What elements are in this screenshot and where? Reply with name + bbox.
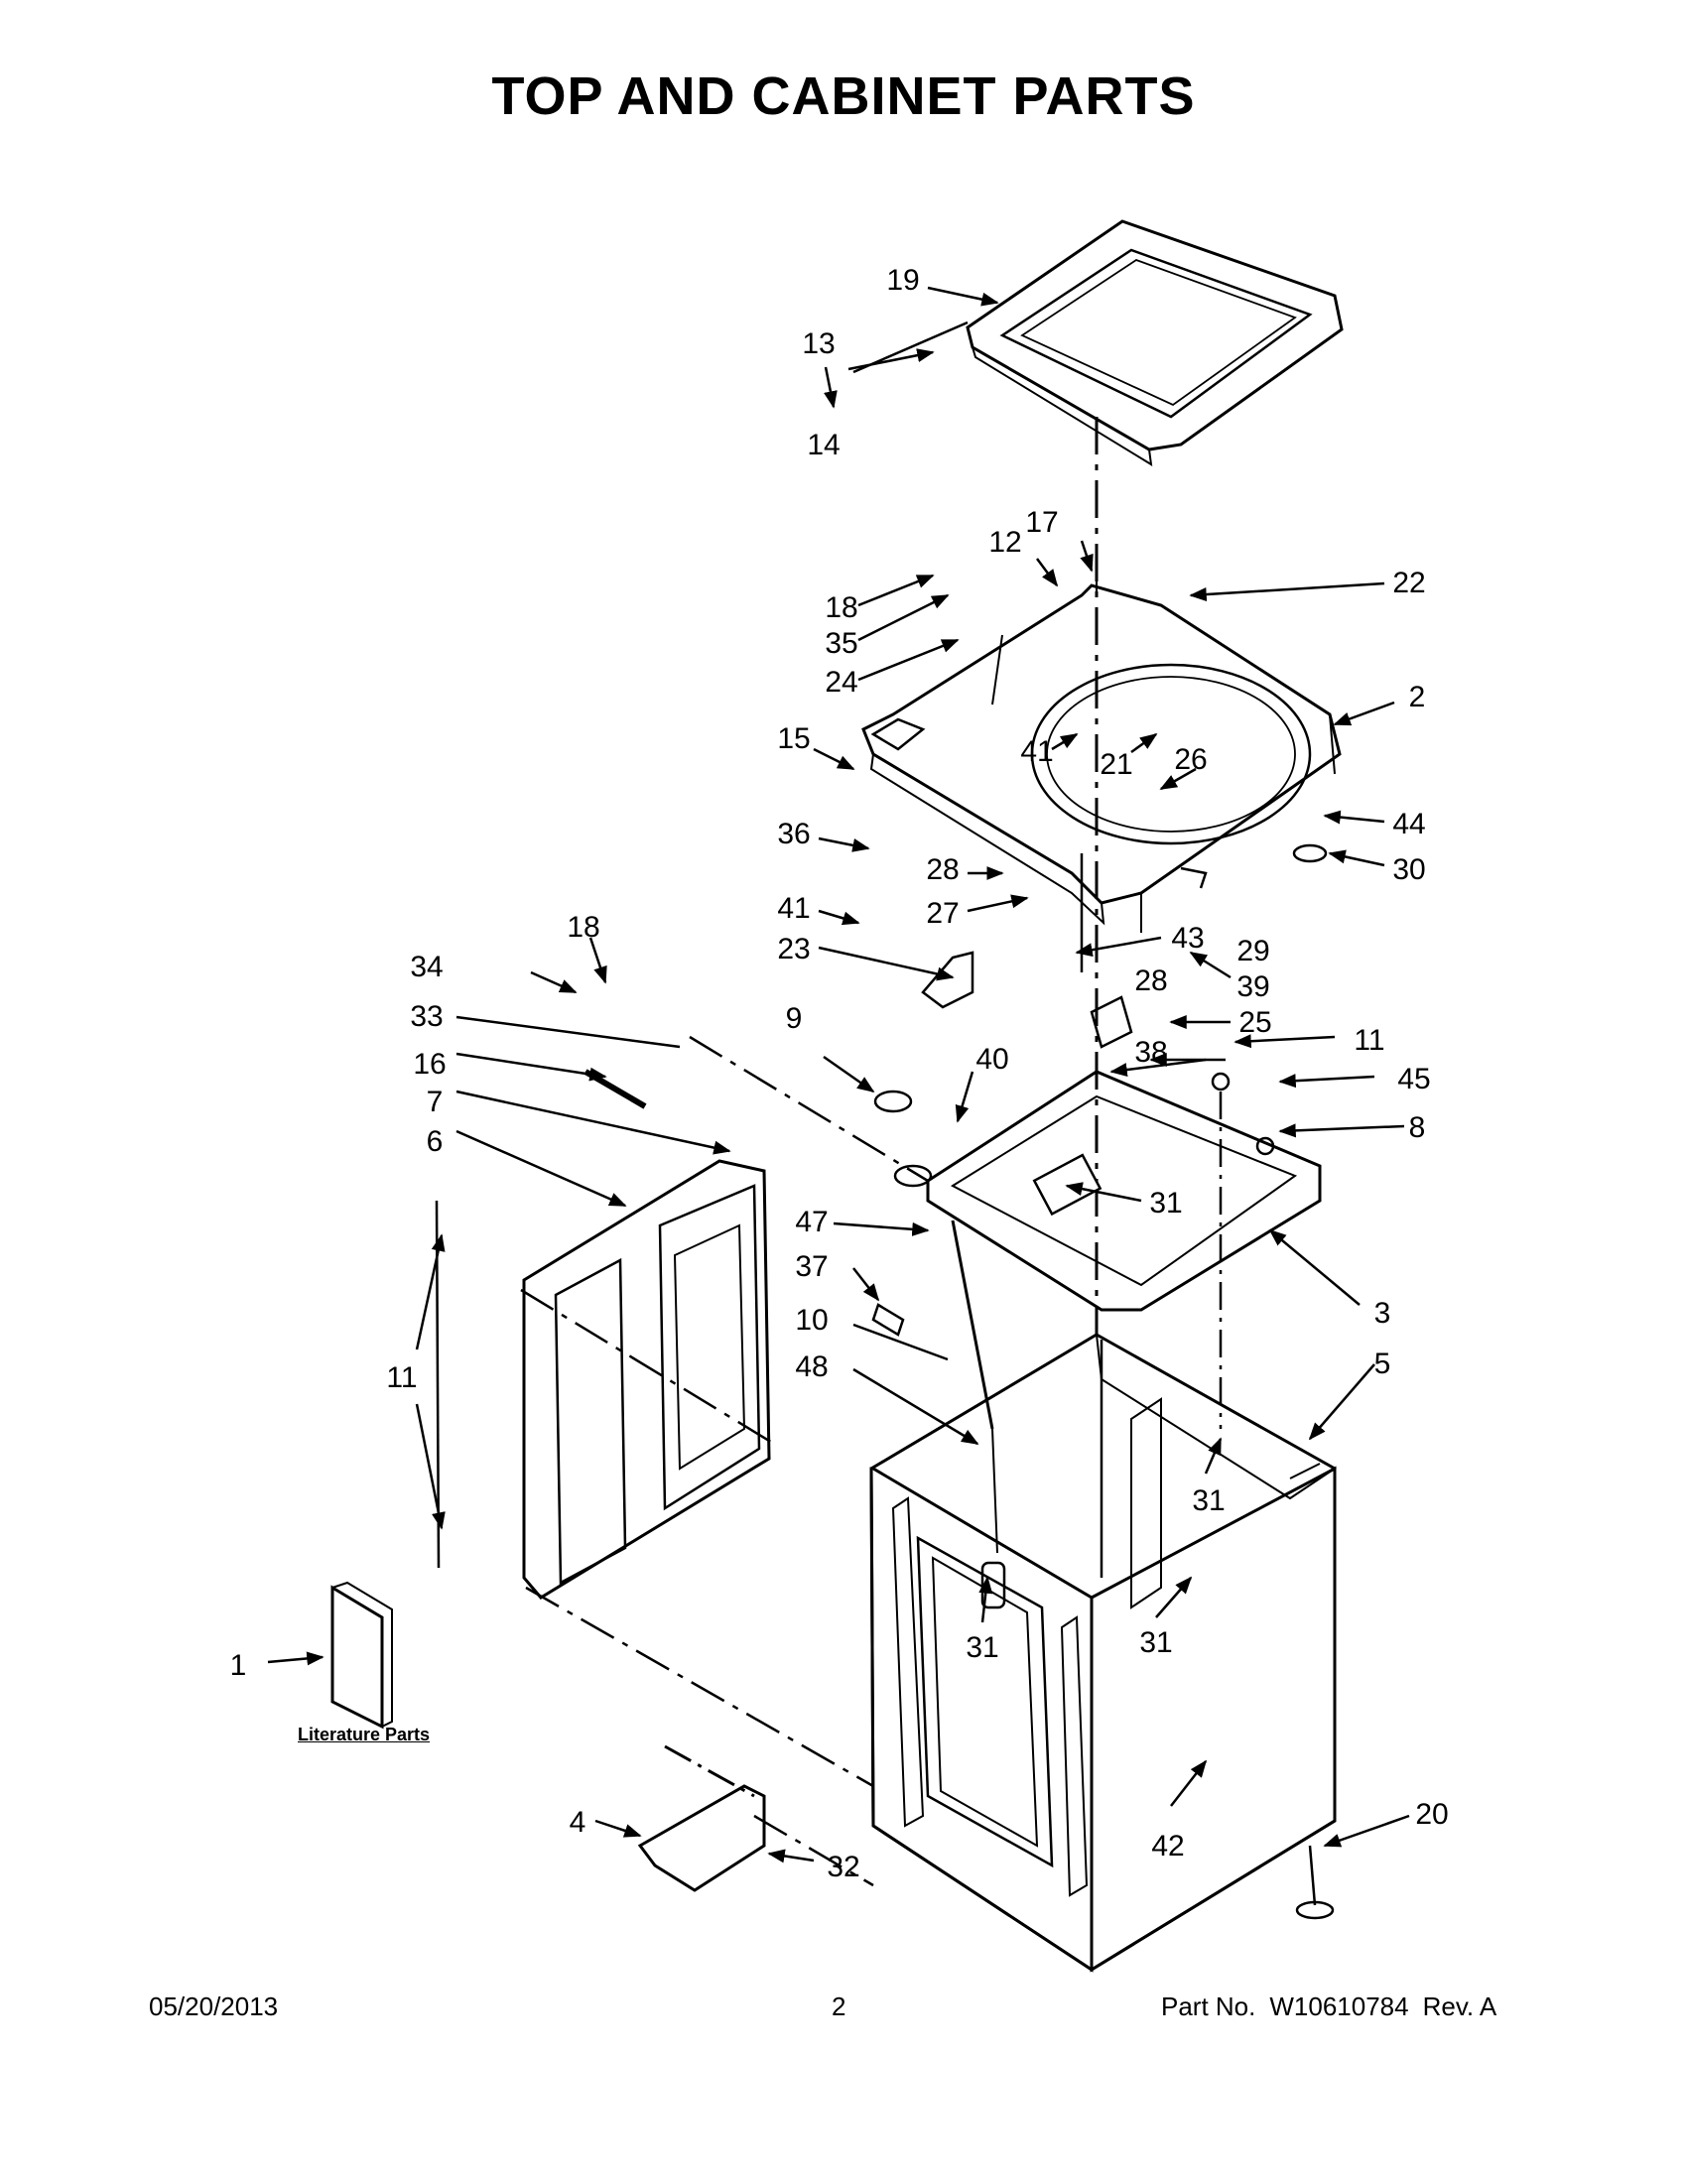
callout-21: 21 [1100, 748, 1132, 781]
callout-13: 13 [802, 327, 835, 360]
part-number-label: Part No. [1161, 1991, 1256, 2021]
callout-32: 32 [827, 1851, 859, 1883]
callout-5: 5 [1374, 1348, 1391, 1380]
cabinet-part-5 [869, 1333, 1337, 1973]
callout-12: 12 [988, 526, 1021, 559]
small-parts [435, 717, 1335, 1920]
leader-arrows [267, 286, 1410, 1863]
callout-10: 10 [795, 1304, 828, 1337]
top-panel-part-2 [861, 556, 1342, 933]
page-title: TOP AND CABINET PARTS [491, 66, 1196, 126]
callout-38: 38 [1134, 1036, 1167, 1069]
callout-41a: 41 [1020, 735, 1053, 768]
callout-28a: 28 [926, 853, 959, 886]
callout-48: 48 [795, 1350, 828, 1383]
callout-30: 30 [1392, 853, 1425, 886]
callout-8: 8 [1409, 1111, 1426, 1144]
literature-book-part-1 [330, 1581, 393, 1730]
callout-29: 29 [1236, 935, 1269, 967]
callout-43: 43 [1171, 922, 1204, 955]
base-frame-part-3 [926, 1070, 1322, 1312]
callout-42: 42 [1151, 1830, 1184, 1863]
revision-label: Rev. A [1422, 1991, 1497, 2021]
callout-15: 15 [777, 722, 810, 755]
callout-6: 6 [427, 1125, 444, 1158]
callout-17: 17 [1025, 506, 1058, 539]
callout-31b: 31 [1192, 1484, 1225, 1517]
bracket-part-4 [637, 1744, 766, 1892]
lid-part-19 [966, 219, 1344, 466]
callout-19: 19 [886, 264, 919, 297]
callout-16: 16 [413, 1048, 446, 1081]
callout-25: 25 [1238, 1006, 1271, 1039]
callout-40: 40 [975, 1043, 1008, 1076]
callout-28b: 28 [1134, 964, 1167, 997]
callout-47: 47 [795, 1206, 828, 1238]
callout-22: 22 [1392, 567, 1425, 599]
callout-4: 4 [570, 1806, 586, 1839]
footer-part-number: Part No. W10610784 Rev. A [1161, 1991, 1510, 2022]
callout-39: 39 [1236, 970, 1269, 1003]
callout-45: 45 [1397, 1063, 1430, 1095]
callout-18b: 18 [567, 911, 599, 944]
callout-3: 3 [1374, 1297, 1391, 1330]
callout-34: 34 [410, 951, 443, 983]
callout-23: 23 [777, 933, 810, 965]
side-panel-part-6 [522, 1159, 771, 1600]
literature-parts-label: Literature Parts [298, 1725, 431, 1744]
callout-1: 1 [230, 1649, 247, 1682]
part-number-value: W10610784 [1269, 1991, 1409, 2021]
callout-37: 37 [795, 1250, 828, 1283]
callout-numbers: 19 13 14 12 17 22 18 35 24 2 15 41 21 26… [230, 264, 1449, 1883]
callout-7: 7 [427, 1086, 444, 1118]
callout-9: 9 [786, 1002, 803, 1035]
callout-14: 14 [807, 429, 840, 461]
callout-33: 33 [410, 1000, 443, 1033]
callout-11a: 11 [1354, 1024, 1384, 1057]
callout-36: 36 [777, 818, 810, 850]
callout-44: 44 [1392, 808, 1425, 840]
callout-31a: 31 [1149, 1187, 1182, 1220]
callout-35: 35 [825, 627, 857, 660]
footer-date: 05/20/2013 [149, 1991, 279, 2021]
callout-18a: 18 [825, 591, 857, 624]
callout-41b: 41 [777, 892, 810, 925]
callout-24: 24 [825, 666, 857, 699]
label-part-31 [1032, 1153, 1103, 1217]
callout-20: 20 [1415, 1798, 1448, 1831]
footer-page-number: 2 [832, 1991, 846, 2021]
callout-11b: 11 [386, 1361, 417, 1394]
callout-2: 2 [1409, 681, 1426, 713]
callout-31d: 31 [1139, 1626, 1172, 1659]
callout-27: 27 [926, 897, 959, 930]
callout-26: 26 [1174, 743, 1207, 776]
callout-31c: 31 [966, 1631, 998, 1664]
